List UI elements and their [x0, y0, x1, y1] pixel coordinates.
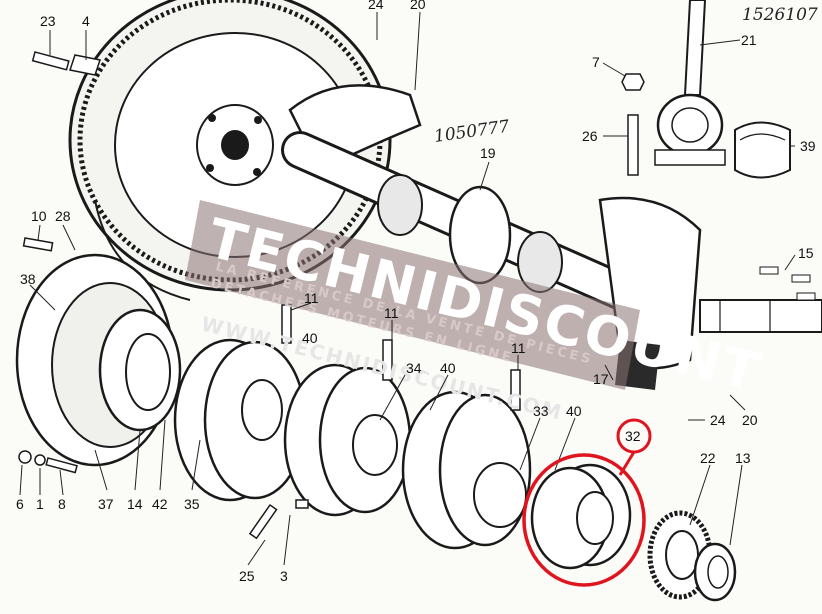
- callout-24-b: 24: [710, 412, 726, 428]
- callout-42: 42: [152, 496, 168, 512]
- callout-20: 20: [410, 0, 426, 12]
- callout-26: 26: [582, 128, 598, 144]
- callout-34: 34: [406, 360, 422, 376]
- bearing-housing-2: [283, 363, 412, 517]
- highlight-32: [522, 418, 652, 587]
- stud-11-b: [382, 339, 393, 381]
- callout-33: 33: [533, 403, 549, 419]
- leader-lines: [19, 11, 796, 566]
- callout-8: 8: [58, 496, 66, 512]
- callout-32: 32: [625, 428, 641, 444]
- nut-7: [621, 73, 645, 91]
- callout-17: 17: [593, 371, 609, 387]
- front-bearing-32: [530, 463, 632, 570]
- callout-39: 39: [800, 138, 816, 154]
- callout-40-a: 40: [302, 330, 318, 346]
- callout-1: 1: [36, 496, 44, 512]
- callout-21: 21: [741, 32, 757, 48]
- callout-20-b: 20: [742, 412, 758, 428]
- callout-11-c: 11: [511, 340, 526, 356]
- callout-3: 3: [280, 568, 288, 584]
- callout-40-c: 40: [566, 403, 582, 419]
- stud-11-c: [510, 369, 521, 411]
- crankshaft: [281, 84, 822, 390]
- callout-6: 6: [16, 496, 24, 512]
- callout-numbers: 23 4 24 20 21 7 26 39 19 10 28 38 15 11 …: [16, 0, 816, 584]
- bolt-26: [627, 114, 639, 176]
- connecting-rod: [654, 0, 726, 166]
- callout-19: 19: [480, 145, 496, 161]
- bearing-shells: [734, 121, 791, 179]
- callout-23: 23: [40, 13, 56, 29]
- callout-11-a: 11: [304, 290, 319, 306]
- bearing-housing-3: [401, 390, 532, 550]
- callout-7: 7: [592, 54, 600, 70]
- callout-14: 14: [127, 496, 143, 512]
- callout-38: 38: [20, 271, 36, 287]
- highlight-ring: [522, 453, 646, 587]
- handwritten-ref-top: 1526107: [742, 5, 818, 25]
- callout-13: 13: [735, 450, 751, 466]
- washer-13: [693, 542, 737, 602]
- callout-22: 22: [700, 450, 716, 466]
- keys-15: [759, 266, 816, 301]
- small-fasteners: [18, 51, 309, 540]
- callout-11-b: 11: [384, 305, 399, 321]
- seal-housing: [15, 253, 182, 467]
- callout-15: 15: [798, 245, 814, 261]
- callout-4: 4: [82, 13, 90, 29]
- handwritten-ref-crank: 1050777: [433, 117, 511, 147]
- callout-40-b: 40: [440, 360, 456, 376]
- callout-37: 37: [98, 496, 114, 512]
- bearing-housing-1: [173, 338, 307, 502]
- callout-24: 24: [368, 0, 384, 12]
- callout-10: 10: [31, 208, 47, 224]
- callout-25: 25: [239, 568, 255, 584]
- callout-28: 28: [55, 208, 71, 224]
- callout-35: 35: [184, 496, 200, 512]
